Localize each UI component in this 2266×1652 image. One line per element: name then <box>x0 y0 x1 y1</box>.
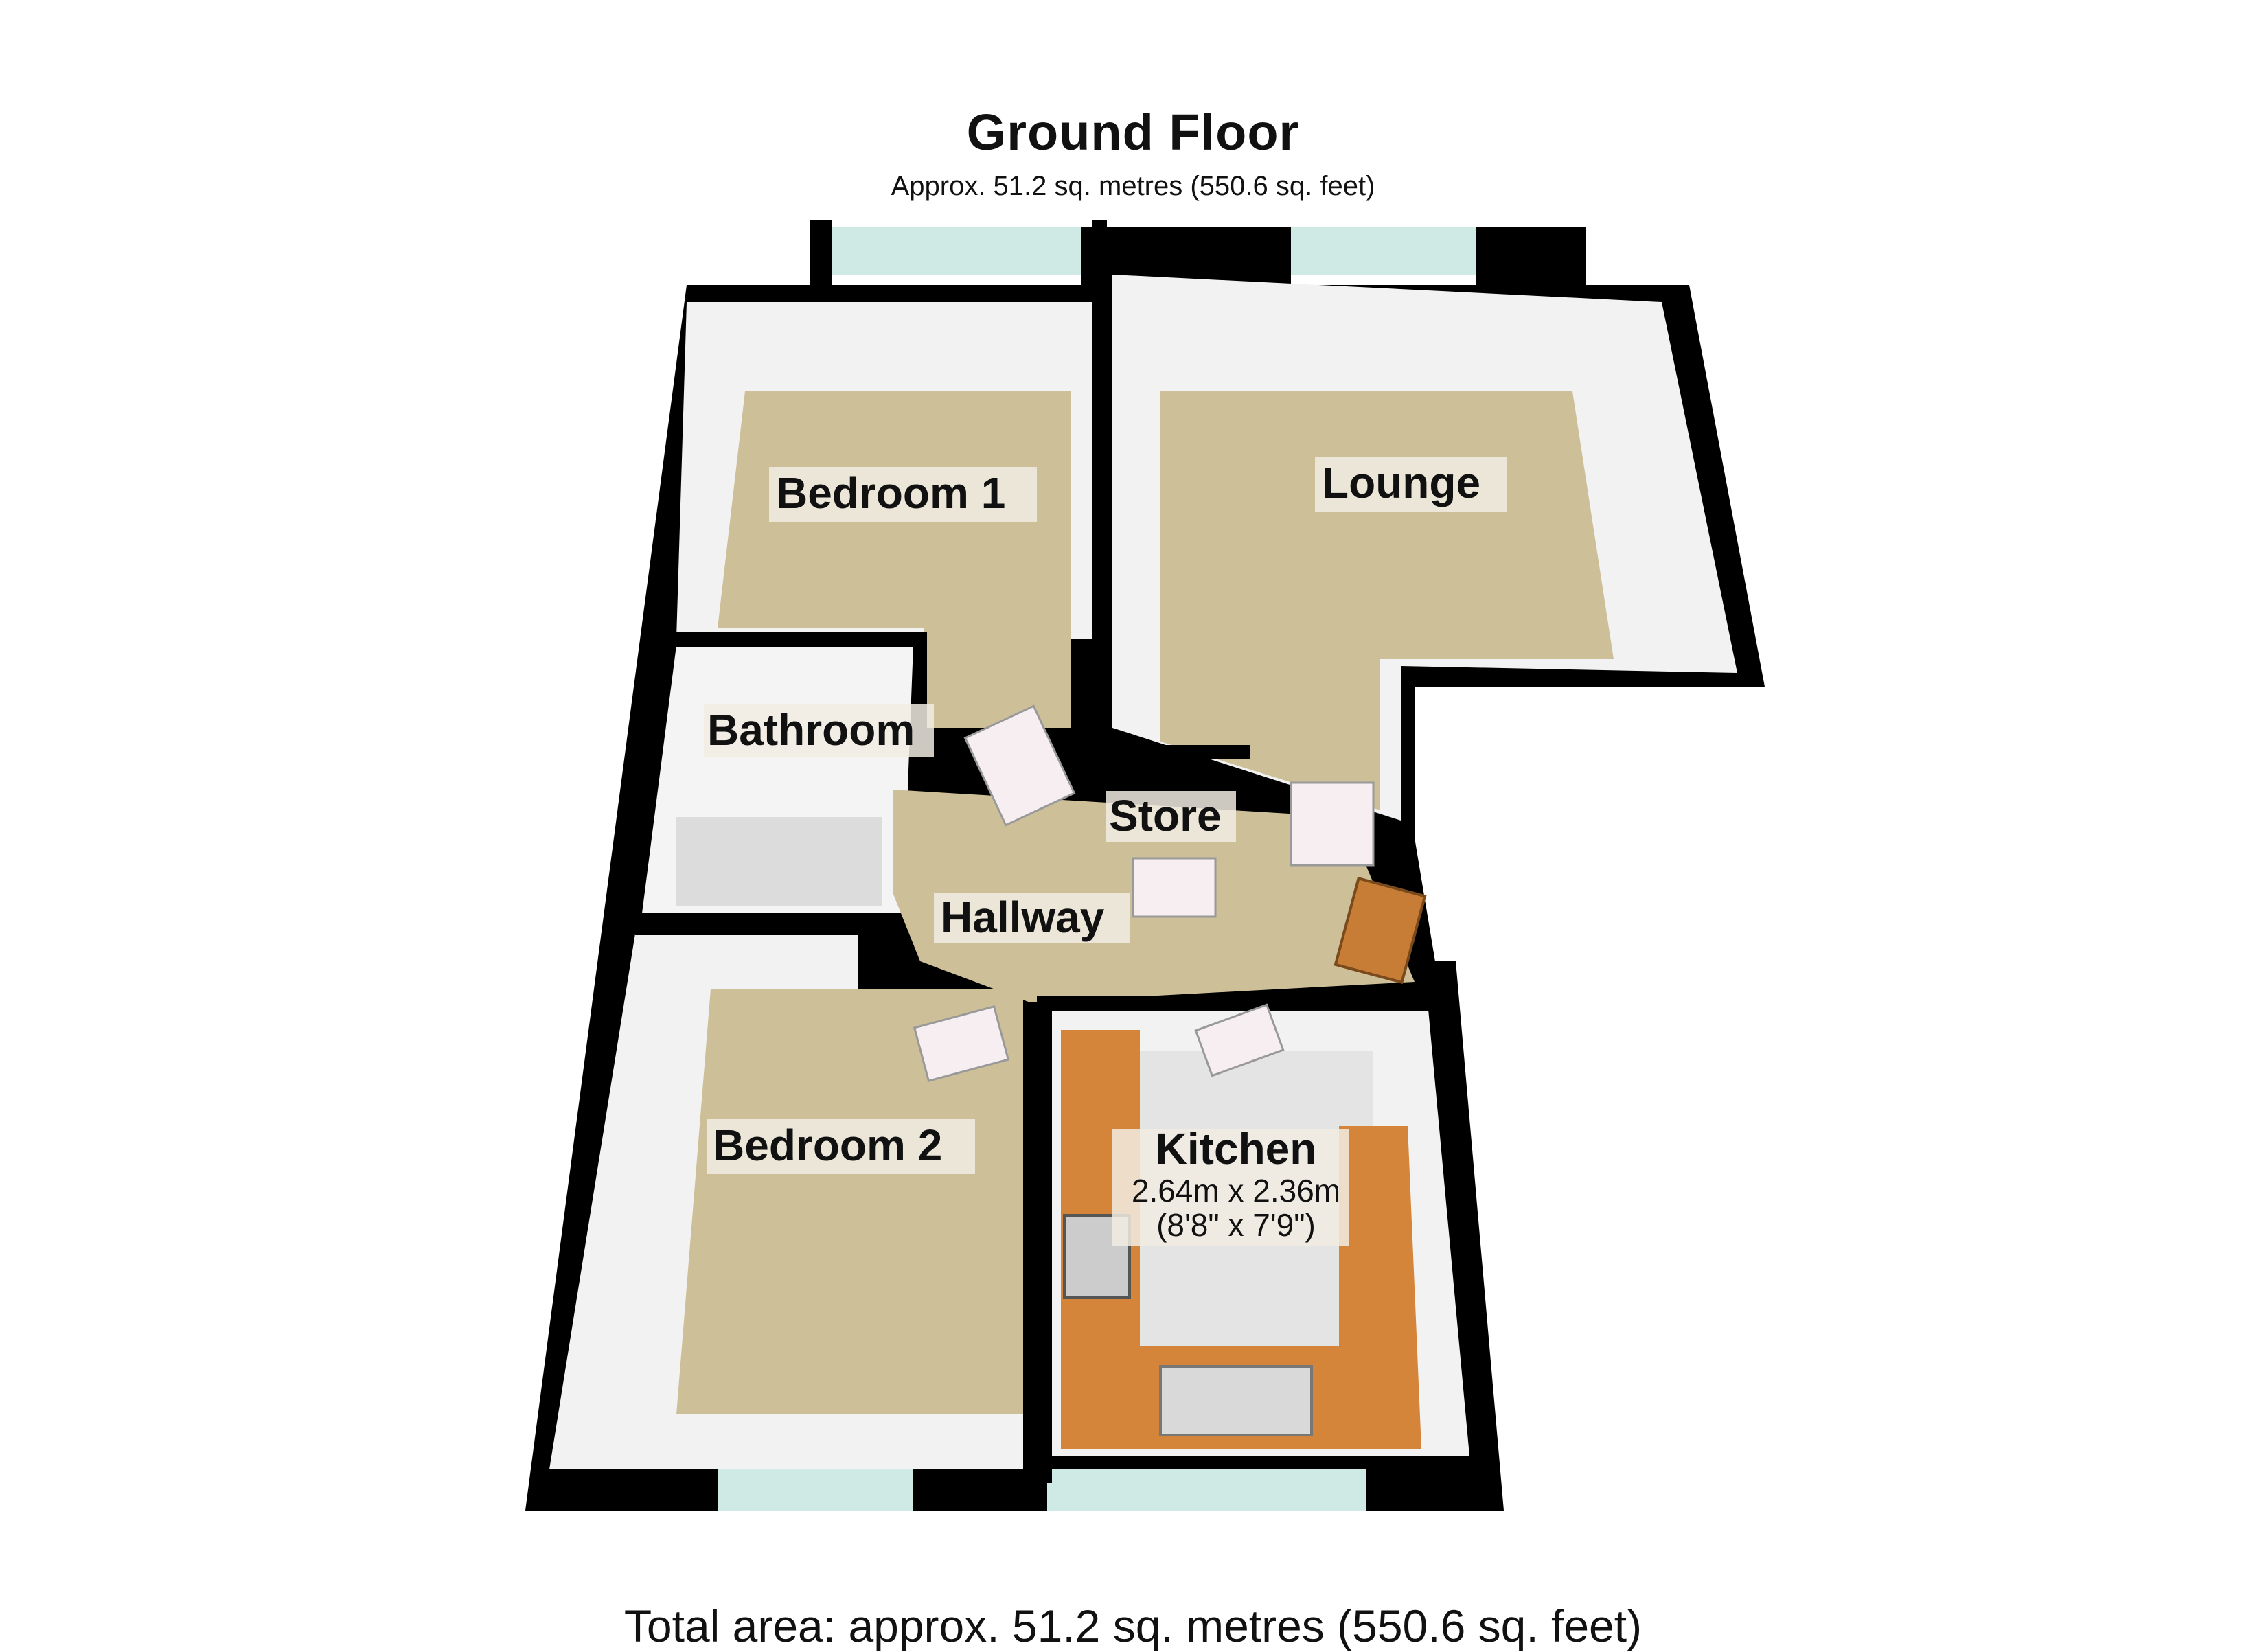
store-label: Store <box>1109 791 1222 840</box>
kitchen-dimensions-imperial: (8'8" x 7'9") <box>1156 1207 1316 1243</box>
door-lounge <box>1290 781 1375 867</box>
hallway-label: Hallway <box>941 893 1105 942</box>
kitchen-label: Kitchen <box>1156 1124 1317 1173</box>
bedroom2-carpet <box>676 989 1023 1414</box>
window-kitchen <box>1047 1469 1366 1511</box>
wall-bedroom2-top <box>635 920 869 935</box>
wall-kitchen-top <box>1037 996 1442 1011</box>
bedroom1-label: Bedroom 1 <box>776 468 1005 518</box>
wall-bedroom1-lounge <box>1092 220 1107 762</box>
room-labels: Bedroom 1 Lounge Bathroom Store Hallway … <box>704 457 1507 1246</box>
door-bedroom2 <box>913 1005 1010 1083</box>
windows <box>718 227 1476 1511</box>
internal-walls <box>635 220 1442 1483</box>
bathroom-tiles <box>676 817 882 906</box>
window-bedroom2 <box>718 1469 913 1511</box>
kitchen-sink <box>1159 1365 1313 1436</box>
plan-subtitle: Approx. 51.2 sq. metres (550.6 sq. feet) <box>891 171 1375 201</box>
doors <box>913 704 1427 1083</box>
window-lounge <box>1291 227 1476 275</box>
door-bedroom1 <box>963 704 1076 827</box>
bathroom-label: Bathroom <box>707 705 915 755</box>
plan-title: Ground Floor <box>966 104 1300 161</box>
total-area: Total area: approx. 51.2 sq. metres (550… <box>623 1601 1643 1651</box>
kitchen-hob <box>1063 1214 1131 1299</box>
lounge-label: Lounge <box>1322 458 1480 507</box>
wall-bathroom-top <box>670 632 927 647</box>
window-bedroom1 <box>832 227 1082 275</box>
door-store <box>1132 857 1217 918</box>
door-entrance <box>1334 876 1427 985</box>
kitchen-dimensions-metric: 2.64m x 2.36m <box>1132 1173 1340 1208</box>
plan-header: Ground Floor Approx. 51.2 sq. metres (55… <box>0 103 2266 202</box>
bedroom2-label: Bedroom 2 <box>713 1121 942 1170</box>
door-kitchen <box>1194 1003 1285 1077</box>
wall-store-top <box>1071 745 1250 759</box>
wall-kitchen-left <box>1037 996 1052 1483</box>
